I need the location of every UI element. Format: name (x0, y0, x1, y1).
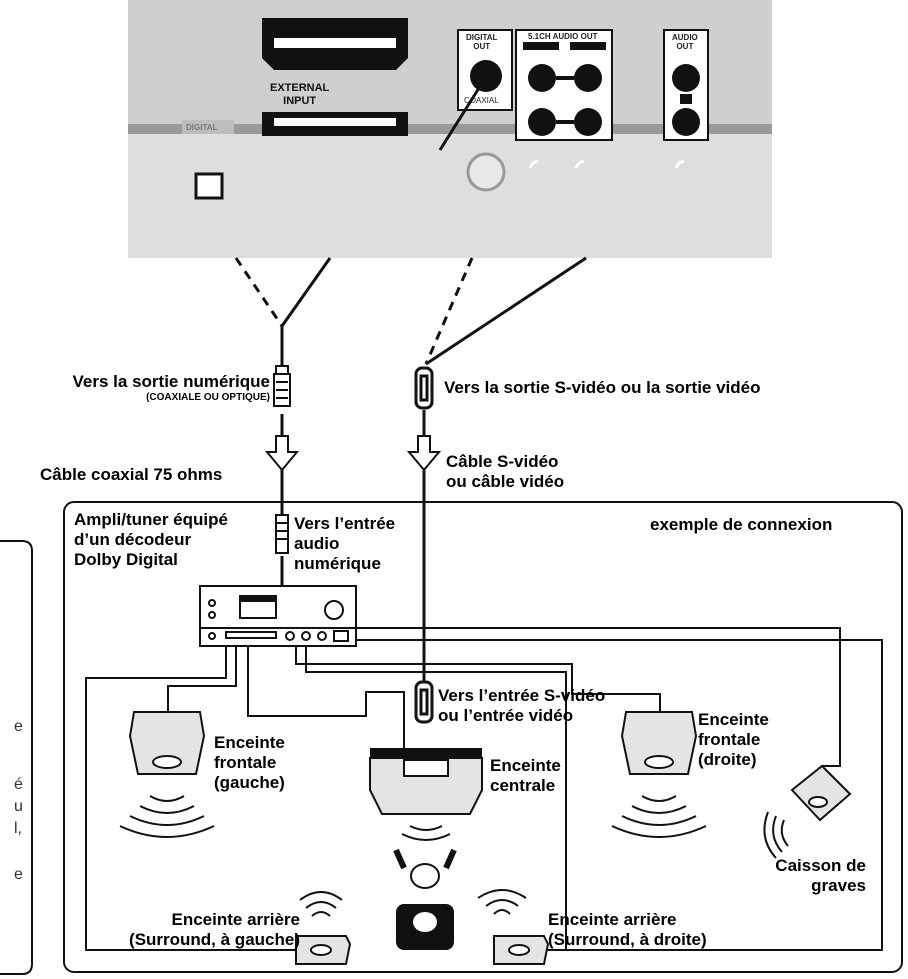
side-note-frame (0, 540, 33, 975)
digital-label: DIGITAL (186, 123, 218, 132)
coax-plug-amp (275, 514, 289, 554)
audio-51-label: 5.1CH AUDIO OUT (528, 32, 598, 41)
example-label: exemple de connexion (650, 515, 833, 534)
coaxial-label: COAXIAL (464, 96, 499, 105)
front-right-speaker (611, 711, 707, 838)
side-text-fragment: e (14, 718, 23, 735)
rear-right-label: Enceinte arrière(Surround, à droite) (548, 910, 707, 949)
subwoofer (763, 764, 852, 859)
side-text-fragment: e (14, 866, 23, 883)
arrow-down-icon (264, 435, 300, 472)
speaker-wires (85, 627, 883, 951)
rear-right-speaker (477, 889, 550, 965)
center-speaker (369, 748, 483, 841)
to-svideo-out-label: Vers la sortie S-vidéo ou la sortie vidé… (444, 378, 761, 397)
svideo-plug-amp (414, 680, 434, 724)
side-text-fragment: u (14, 798, 23, 815)
arrow-down-icon (406, 435, 442, 472)
cables (234, 256, 587, 682)
rear-left-label: Enceinte arrière(Surround, à gauche) (129, 910, 300, 949)
front-left-speaker (119, 711, 215, 838)
coax-plug (273, 365, 291, 407)
rear-left-speaker (295, 891, 352, 965)
coax-cable-label: Câble coaxial 75 ohms (40, 465, 223, 484)
svideo-plug (414, 366, 434, 410)
to-digital-out-label: Vers la sortie numérique (COAXIALE OU OP… (72, 372, 270, 403)
side-text-fragment: é (14, 776, 23, 793)
side-text-fragment: l, (14, 820, 22, 837)
device-rear-panel (128, 0, 772, 258)
listener-icon (393, 848, 457, 950)
connection-example-frame (63, 501, 903, 973)
amplifier (199, 585, 357, 647)
